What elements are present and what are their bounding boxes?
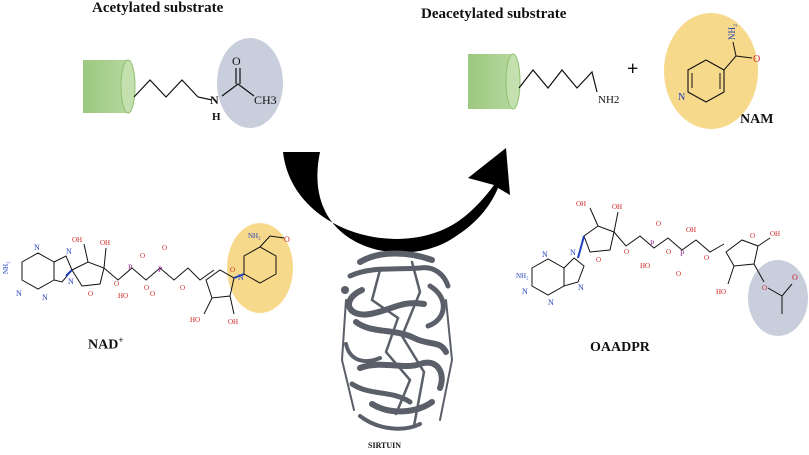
atom-oa-n3: N bbox=[548, 298, 554, 307]
nad-phosphates: O P O HO O P O O O bbox=[103, 244, 215, 300]
atom-oa-ho: HO bbox=[640, 262, 650, 270]
title-acetylated-substrate: Acetylated substrate bbox=[92, 0, 224, 16]
atom-oa-nh2: NH₂ bbox=[516, 272, 529, 280]
atom-nad-p1: P bbox=[128, 263, 133, 272]
atom-oa-oh2: OH bbox=[612, 203, 622, 211]
atom-nad-nh2: NH₂ bbox=[2, 261, 10, 274]
nicotinamide: N O NH₂ bbox=[664, 13, 760, 129]
atom-nam-o: O bbox=[753, 54, 760, 65]
title-deacetylated-substrate: Deacetylated substrate bbox=[421, 6, 567, 22]
deacetylated-substrate: NH2 bbox=[468, 53, 619, 110]
oaadpr-phosphates: O P O HO O P OH O O bbox=[613, 220, 725, 278]
atom-nam-n: N bbox=[678, 92, 685, 103]
atom-oa-o3: O bbox=[656, 220, 661, 228]
atom-nad-o7: O bbox=[180, 284, 185, 292]
nad-adenine: N N N N N NH₂ bbox=[2, 243, 74, 302]
atom-amide-h: H bbox=[212, 111, 221, 123]
oaadpr-acetyl-highlight bbox=[748, 260, 808, 336]
nad-molecule: N N N N N NH₂ OH OH O O P bbox=[2, 223, 293, 326]
atom-methyl: CH3 bbox=[254, 93, 277, 107]
atom-oa-oh1: OH bbox=[576, 200, 586, 208]
atom-oa-o7: O bbox=[750, 232, 755, 240]
label-nad: NAD+ bbox=[88, 335, 123, 354]
atom-oa-o4: O bbox=[666, 248, 671, 256]
atom-nad-o6: O bbox=[150, 290, 155, 298]
reaction-arrow bbox=[283, 148, 510, 253]
atom-oa-n2: N bbox=[522, 287, 528, 296]
atom-nad-n5: N bbox=[68, 277, 74, 286]
atom-nad-o9: O bbox=[284, 235, 290, 244]
atom-oa-p2: P bbox=[680, 249, 685, 258]
atom-nad-o8: O bbox=[230, 266, 235, 274]
atom-nad-o5: O bbox=[162, 244, 167, 252]
acetylated-substrate: N H O CH3 bbox=[83, 38, 283, 128]
atom-oa-o2: O bbox=[624, 248, 629, 256]
acetyl-highlight bbox=[217, 38, 283, 128]
atom-oa-o6: O bbox=[704, 254, 709, 262]
atom-oa-n4: N bbox=[570, 248, 576, 257]
atom-nad-n2: N bbox=[16, 289, 22, 298]
atom-nad-o4: O bbox=[144, 284, 149, 292]
label-sirtuin: SIRTUIN bbox=[368, 441, 402, 450]
oaadpr-ribose-right: O OH HO O bbox=[716, 230, 780, 296]
protein-cylinder-right bbox=[468, 53, 521, 110]
atom-oa-n5: N bbox=[578, 283, 584, 292]
label-nam: NAM bbox=[740, 112, 774, 127]
atom-nad-ho: HO bbox=[118, 292, 128, 300]
atom-amine: NH2 bbox=[598, 94, 619, 106]
atom-carbonyl-o: O bbox=[232, 54, 241, 68]
atom-nad-oh2: OH bbox=[100, 239, 110, 247]
nad-ribose-left: OH OH O bbox=[65, 236, 110, 298]
atom-oa-o5: O bbox=[676, 270, 681, 278]
oaadpr-adenine: N N N N N NH₂ bbox=[516, 248, 585, 307]
nam-highlight bbox=[664, 13, 758, 129]
atom-oa-n1: N bbox=[542, 250, 548, 259]
atom-oa-o9: O bbox=[792, 273, 798, 282]
acetyl-bonds bbox=[221, 83, 255, 97]
atom-nad-oh3: OH bbox=[228, 318, 238, 326]
atom-nad-o1: O bbox=[88, 290, 93, 298]
atom-nad-n1: N bbox=[34, 243, 40, 252]
atom-nad-p2: P bbox=[158, 265, 163, 274]
oaadpr-molecule: N N N N N NH₂ OH OH O O P bbox=[516, 200, 808, 336]
atom-oa-oh4: OH bbox=[770, 230, 780, 238]
atom-nam-nh2: NH₂ bbox=[727, 24, 737, 40]
atom-nad-n6: N bbox=[238, 273, 244, 282]
label-nad-text: NAD bbox=[88, 337, 119, 353]
label-oaadpr: OAADPR bbox=[590, 340, 650, 355]
label-nad-charge: + bbox=[118, 335, 124, 345]
oaadpr-ribose-left: OH OH O bbox=[576, 200, 622, 264]
atom-amide-n: N bbox=[210, 93, 219, 107]
atom-nad-nh2b: NH₂ bbox=[248, 232, 261, 240]
oaadpr-acetyl: O bbox=[767, 273, 798, 314]
lysine-chain-right bbox=[518, 69, 598, 93]
nad-nicotinamide-highlight bbox=[227, 223, 293, 313]
lysine-chain-left bbox=[133, 79, 213, 101]
atom-oa-oh3: OH bbox=[686, 226, 696, 234]
atom-nad-oh1: OH bbox=[72, 236, 82, 244]
protein-cylinder-left bbox=[83, 59, 136, 114]
atom-oa-o1: O bbox=[596, 256, 601, 264]
atom-nad-o3: O bbox=[140, 252, 145, 260]
plus-sign: + bbox=[627, 58, 639, 80]
atom-nad-n3: N bbox=[42, 293, 48, 302]
atom-nad-n4: N bbox=[66, 247, 72, 256]
nad-ribose-right: O HO OH bbox=[190, 266, 245, 326]
atom-oa-o8: O bbox=[762, 284, 767, 292]
sirtuin-protein bbox=[340, 250, 454, 431]
atom-nad-o2: O bbox=[114, 280, 119, 288]
atom-oa-ho2: HO bbox=[716, 288, 726, 296]
nad-nicotinamide: N O NH₂ bbox=[238, 232, 290, 284]
atom-oa-p1: P bbox=[650, 239, 655, 248]
atom-nad-ho2: HO bbox=[190, 316, 200, 324]
